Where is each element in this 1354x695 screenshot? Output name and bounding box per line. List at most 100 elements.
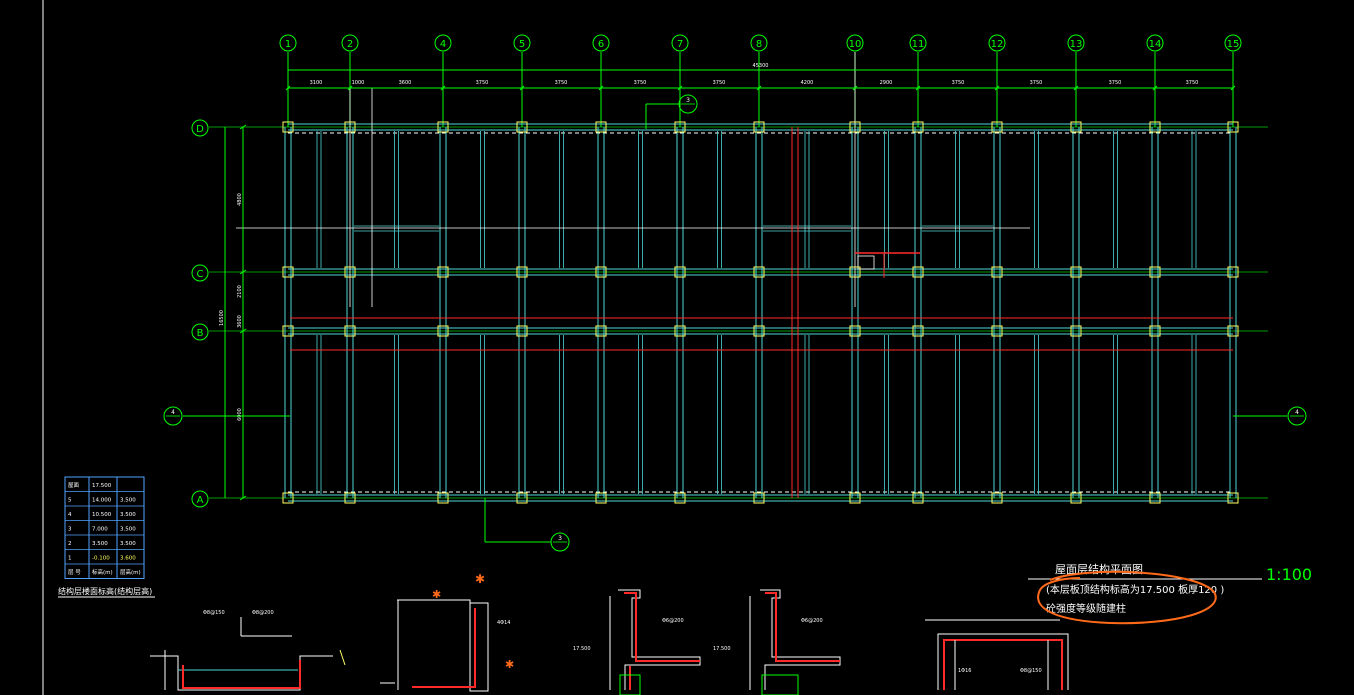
elevation-table-cell: 14.000 xyxy=(92,498,112,504)
column xyxy=(282,492,294,504)
column xyxy=(1149,492,1161,504)
axis-bubble-row-label: D xyxy=(196,124,204,135)
column xyxy=(912,266,924,278)
beam-layer xyxy=(236,52,1237,502)
column xyxy=(674,325,686,337)
column xyxy=(1149,325,1161,337)
dim-span-label: 2900 xyxy=(880,80,893,86)
axis-bubble-col-label: 8 xyxy=(756,39,762,50)
dim-span-label: 1000 xyxy=(352,80,365,86)
detail-5: 1Φ16 Φ8@150 xyxy=(925,619,1069,690)
dim-tick xyxy=(239,124,247,130)
section-mark-label: 3 xyxy=(558,535,562,542)
section-mark-circle xyxy=(550,532,570,552)
elevation-table-cell: 4 xyxy=(68,512,72,518)
dim-span-label: 3750 xyxy=(713,80,726,86)
elevation-table-cell: 层高(m) xyxy=(120,568,141,576)
elevation-table-cell: 17.500 xyxy=(92,483,112,489)
dim-tick xyxy=(598,85,604,91)
column xyxy=(849,325,861,337)
axis-bubble-col-label: 14 xyxy=(1149,39,1162,50)
dim-tick xyxy=(239,328,247,334)
column xyxy=(1070,325,1082,337)
column xyxy=(753,121,765,133)
dim-tick xyxy=(239,495,247,501)
column xyxy=(516,121,528,133)
dim-row-label: 3600 xyxy=(237,315,243,328)
rebar-layer xyxy=(290,127,1233,498)
detail-3-label-a: Φ6@200 xyxy=(662,618,684,624)
column xyxy=(674,492,686,504)
dim-tick xyxy=(1230,85,1236,91)
dim-total-label: 45300 xyxy=(753,63,769,69)
column xyxy=(991,266,1003,278)
elevation-table-cell: 5 xyxy=(68,498,72,504)
dim-tick xyxy=(994,85,1000,91)
column-layer xyxy=(282,121,1239,504)
dim-tick xyxy=(285,85,291,91)
column xyxy=(344,266,356,278)
section-mark-circle xyxy=(1287,406,1307,426)
elevation-table-cell: 3.500 xyxy=(120,512,136,518)
dim-tick xyxy=(239,269,247,275)
dim-span-label: 3750 xyxy=(634,80,647,86)
column xyxy=(1227,492,1239,504)
axis-bubble-col xyxy=(1146,34,1164,52)
axis-bubble-col xyxy=(1067,34,1085,52)
column xyxy=(344,325,356,337)
column xyxy=(1070,266,1082,278)
column xyxy=(595,121,607,133)
detail-4-label-a: Φ6@200 xyxy=(801,618,823,624)
column xyxy=(595,492,607,504)
axis-bubble-col-label: 15 xyxy=(1227,39,1240,50)
axis-bubble-col xyxy=(909,34,927,52)
axis-bubble-row-label: A xyxy=(197,495,204,506)
column xyxy=(344,492,356,504)
axis-bubble-row xyxy=(191,264,209,282)
column xyxy=(849,266,861,278)
axis-bubble-col xyxy=(671,34,689,52)
elevation-table-cell: 3.500 xyxy=(120,541,136,547)
section-mark-circle xyxy=(678,94,698,114)
dim-tick xyxy=(756,85,762,91)
detail-2-mark: ✱ xyxy=(475,572,485,586)
axis-bubble-row xyxy=(191,323,209,341)
dim-tick xyxy=(1073,85,1079,91)
section-mark-label: 4 xyxy=(171,409,175,416)
column xyxy=(753,325,765,337)
detail-5-label-a: 1Φ16 xyxy=(958,668,971,674)
dim-row-label: 2100 xyxy=(237,285,243,298)
elevation-table-caption: 结构层楼面标高(结构层高) xyxy=(58,586,152,596)
dim-row-label: 4800 xyxy=(237,193,243,206)
axis-bubble-row-label: B xyxy=(197,328,204,339)
column xyxy=(282,266,294,278)
axis-bubble-col-label: 10 xyxy=(849,39,862,50)
column xyxy=(437,492,449,504)
elevation-table-cell: -0.100 xyxy=(92,556,110,562)
axis-bubble-col-label: 13 xyxy=(1070,39,1083,50)
axis-bubble-col xyxy=(988,34,1006,52)
axis-bubble-col xyxy=(846,34,864,52)
annotation-circle xyxy=(1037,570,1217,625)
axis-bubble-col-label: 2 xyxy=(347,39,353,50)
column xyxy=(1149,121,1161,133)
detail-3-label-b: 17.500 xyxy=(573,646,591,652)
column xyxy=(849,121,861,133)
detail-1-label-b: Φ8@200 xyxy=(252,610,274,616)
column xyxy=(674,121,686,133)
drawing-scale: 1:100 xyxy=(1266,565,1312,584)
detail-2: 4Φ14 ✱ ✱ ✱ xyxy=(380,572,514,692)
dim-span-label: 3100 xyxy=(310,80,323,86)
elevation-table-cell: 3 xyxy=(68,527,72,533)
elevation-table-frame xyxy=(64,476,145,579)
axis-bubble-col xyxy=(592,34,610,52)
elevation-table-cell: 3.500 xyxy=(120,498,136,504)
column xyxy=(912,325,924,337)
dim-tick xyxy=(1152,85,1158,91)
column xyxy=(674,266,686,278)
axis-bubble-col xyxy=(434,34,452,52)
column xyxy=(849,492,861,504)
column xyxy=(991,325,1003,337)
dim-tick xyxy=(677,85,683,91)
column xyxy=(991,121,1003,133)
